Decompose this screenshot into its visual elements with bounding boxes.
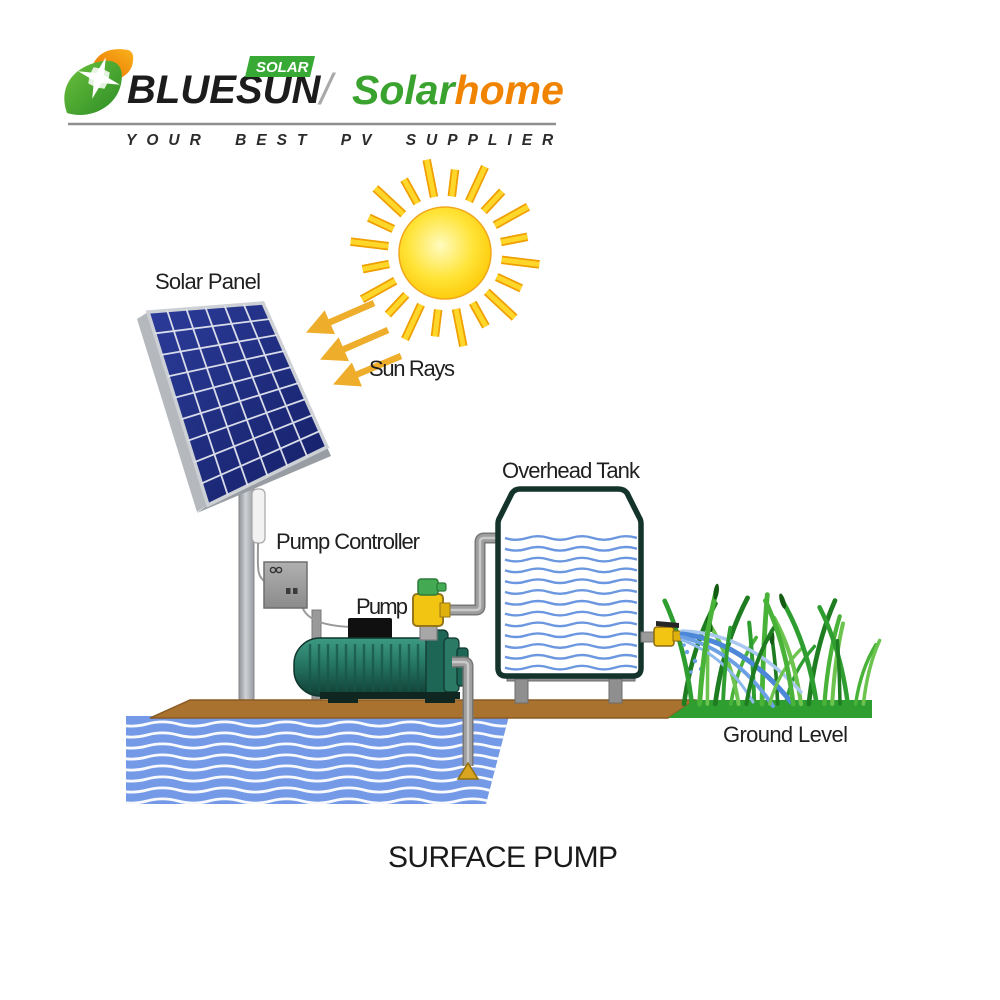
- cable-conduit: [251, 488, 266, 544]
- tank-outlet-valve: [640, 621, 682, 647]
- solar-panel-label: Solar Panel: [155, 269, 261, 294]
- solar-badge-label: SOLAR: [256, 59, 309, 76]
- foot-valve-icon: [456, 761, 480, 780]
- grass-front: [697, 583, 882, 707]
- controller-indicator-lights: [269, 566, 298, 594]
- pump-valve: [412, 578, 451, 641]
- brand-tagline: YOUR BEST PV SUPPLIER: [126, 132, 563, 149]
- brand-logo: BLUESUN SOLAR / Solarhome YOUR BEST PV S…: [64, 49, 564, 149]
- water-body: [126, 716, 509, 804]
- sun-icon: [350, 158, 540, 348]
- sub-brand: Solarhome: [352, 67, 564, 113]
- pump-controller-box: [263, 561, 308, 609]
- sub-brand-green: Solar: [352, 67, 457, 113]
- sub-brand-orange: home: [455, 67, 564, 113]
- pump-label: Pump: [356, 594, 408, 619]
- ground-level-label: Ground Level: [723, 722, 848, 747]
- sun-sparkle-icon: [78, 57, 120, 99]
- ground-strip: [668, 700, 872, 718]
- overhead-tank: [495, 486, 644, 679]
- overhead-tank-label: Overhead Tank: [502, 458, 641, 483]
- pump-to-tank-pipe: [441, 532, 500, 616]
- solar-panel: [137, 301, 331, 513]
- solar-badge: SOLAR: [245, 56, 315, 77]
- suction-pipe: [452, 656, 474, 766]
- diagram-title: SURFACE PUMP: [388, 841, 618, 874]
- brand-divider: /: [317, 65, 336, 114]
- pump-terminal-box: [348, 618, 392, 640]
- pump-controller-label: Pump Controller: [276, 529, 420, 554]
- sun-rays-label: Sun Rays: [369, 356, 455, 381]
- bluesun-leaf-icon: [64, 49, 134, 115]
- sun-rays-arrows-icon: [306, 300, 403, 387]
